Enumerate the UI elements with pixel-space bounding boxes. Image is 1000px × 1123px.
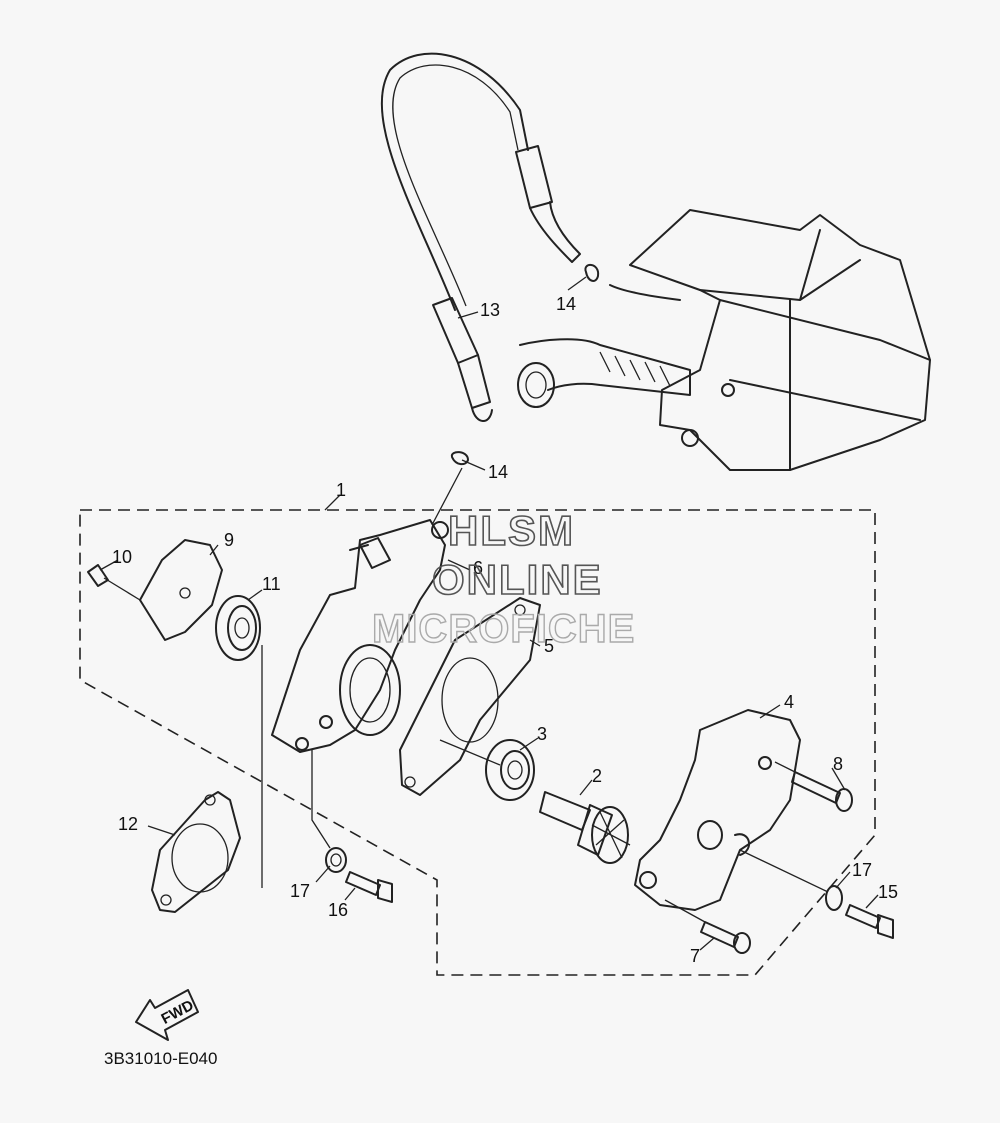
- ref-line-seal: [439, 739, 501, 766]
- label-part-17-left: 17: [290, 881, 310, 901]
- pump-cover-4: [634, 709, 801, 911]
- diagram-code: 3B31010-E040: [104, 1049, 217, 1068]
- pump-housing: [271, 519, 449, 753]
- gasket-12: [151, 791, 241, 913]
- clip-14-upper: [584, 264, 600, 282]
- radiator-tank: [517, 209, 931, 471]
- bolt-16: [345, 871, 393, 903]
- label-part-13: 13: [480, 300, 500, 320]
- label-part-9: 9: [224, 530, 234, 550]
- gasket-5: [399, 597, 541, 796]
- label-part-4: 4: [784, 692, 794, 712]
- label-part-5: 5: [544, 636, 554, 656]
- label-part-7: 7: [690, 946, 700, 966]
- bolt-7: [664, 899, 751, 954]
- watermark-line-3: MICROFICHE: [372, 607, 635, 651]
- hose-13: [432, 297, 493, 422]
- bolt-15: [845, 904, 894, 939]
- label-part-6: 6: [473, 558, 483, 578]
- label-part-3: 3: [537, 724, 547, 744]
- bearing-11: [215, 595, 261, 661]
- label-part-15: 15: [878, 882, 898, 902]
- washer-17-right: [739, 849, 843, 911]
- leader-lines: [99, 276, 879, 951]
- label-part-16: 16: [328, 900, 348, 920]
- hose-tube: [380, 52, 529, 311]
- label-part-10: 10: [112, 547, 132, 567]
- fwd-arrow: FWD: [135, 989, 199, 1041]
- clip-14-lower: [450, 451, 469, 466]
- washer-17-left: [311, 750, 347, 873]
- label-part-11: 11: [262, 574, 281, 594]
- label-part-1: 1: [336, 480, 346, 500]
- label-part-2: 2: [592, 766, 602, 786]
- plate-9: [139, 539, 223, 641]
- label-part-14-upper: 14: [556, 294, 576, 314]
- hose-upper-end: [515, 145, 581, 263]
- assembly-boundary-1: [79, 509, 876, 976]
- connector-line: [431, 467, 463, 526]
- label-part-8: 8: [833, 754, 843, 774]
- bolt-10: [87, 564, 141, 601]
- label-part-12: 12: [118, 814, 138, 834]
- impeller-shaft-2: [539, 791, 631, 864]
- oil-seal-3: [485, 739, 535, 801]
- hose-tube-inner: [392, 64, 519, 307]
- watermark-line-2: ONLINE: [432, 556, 603, 603]
- label-part-14-lower: 14: [488, 462, 508, 482]
- label-part-17-right: 17: [852, 860, 872, 880]
- watermark-line-1: HLSM: [448, 507, 575, 554]
